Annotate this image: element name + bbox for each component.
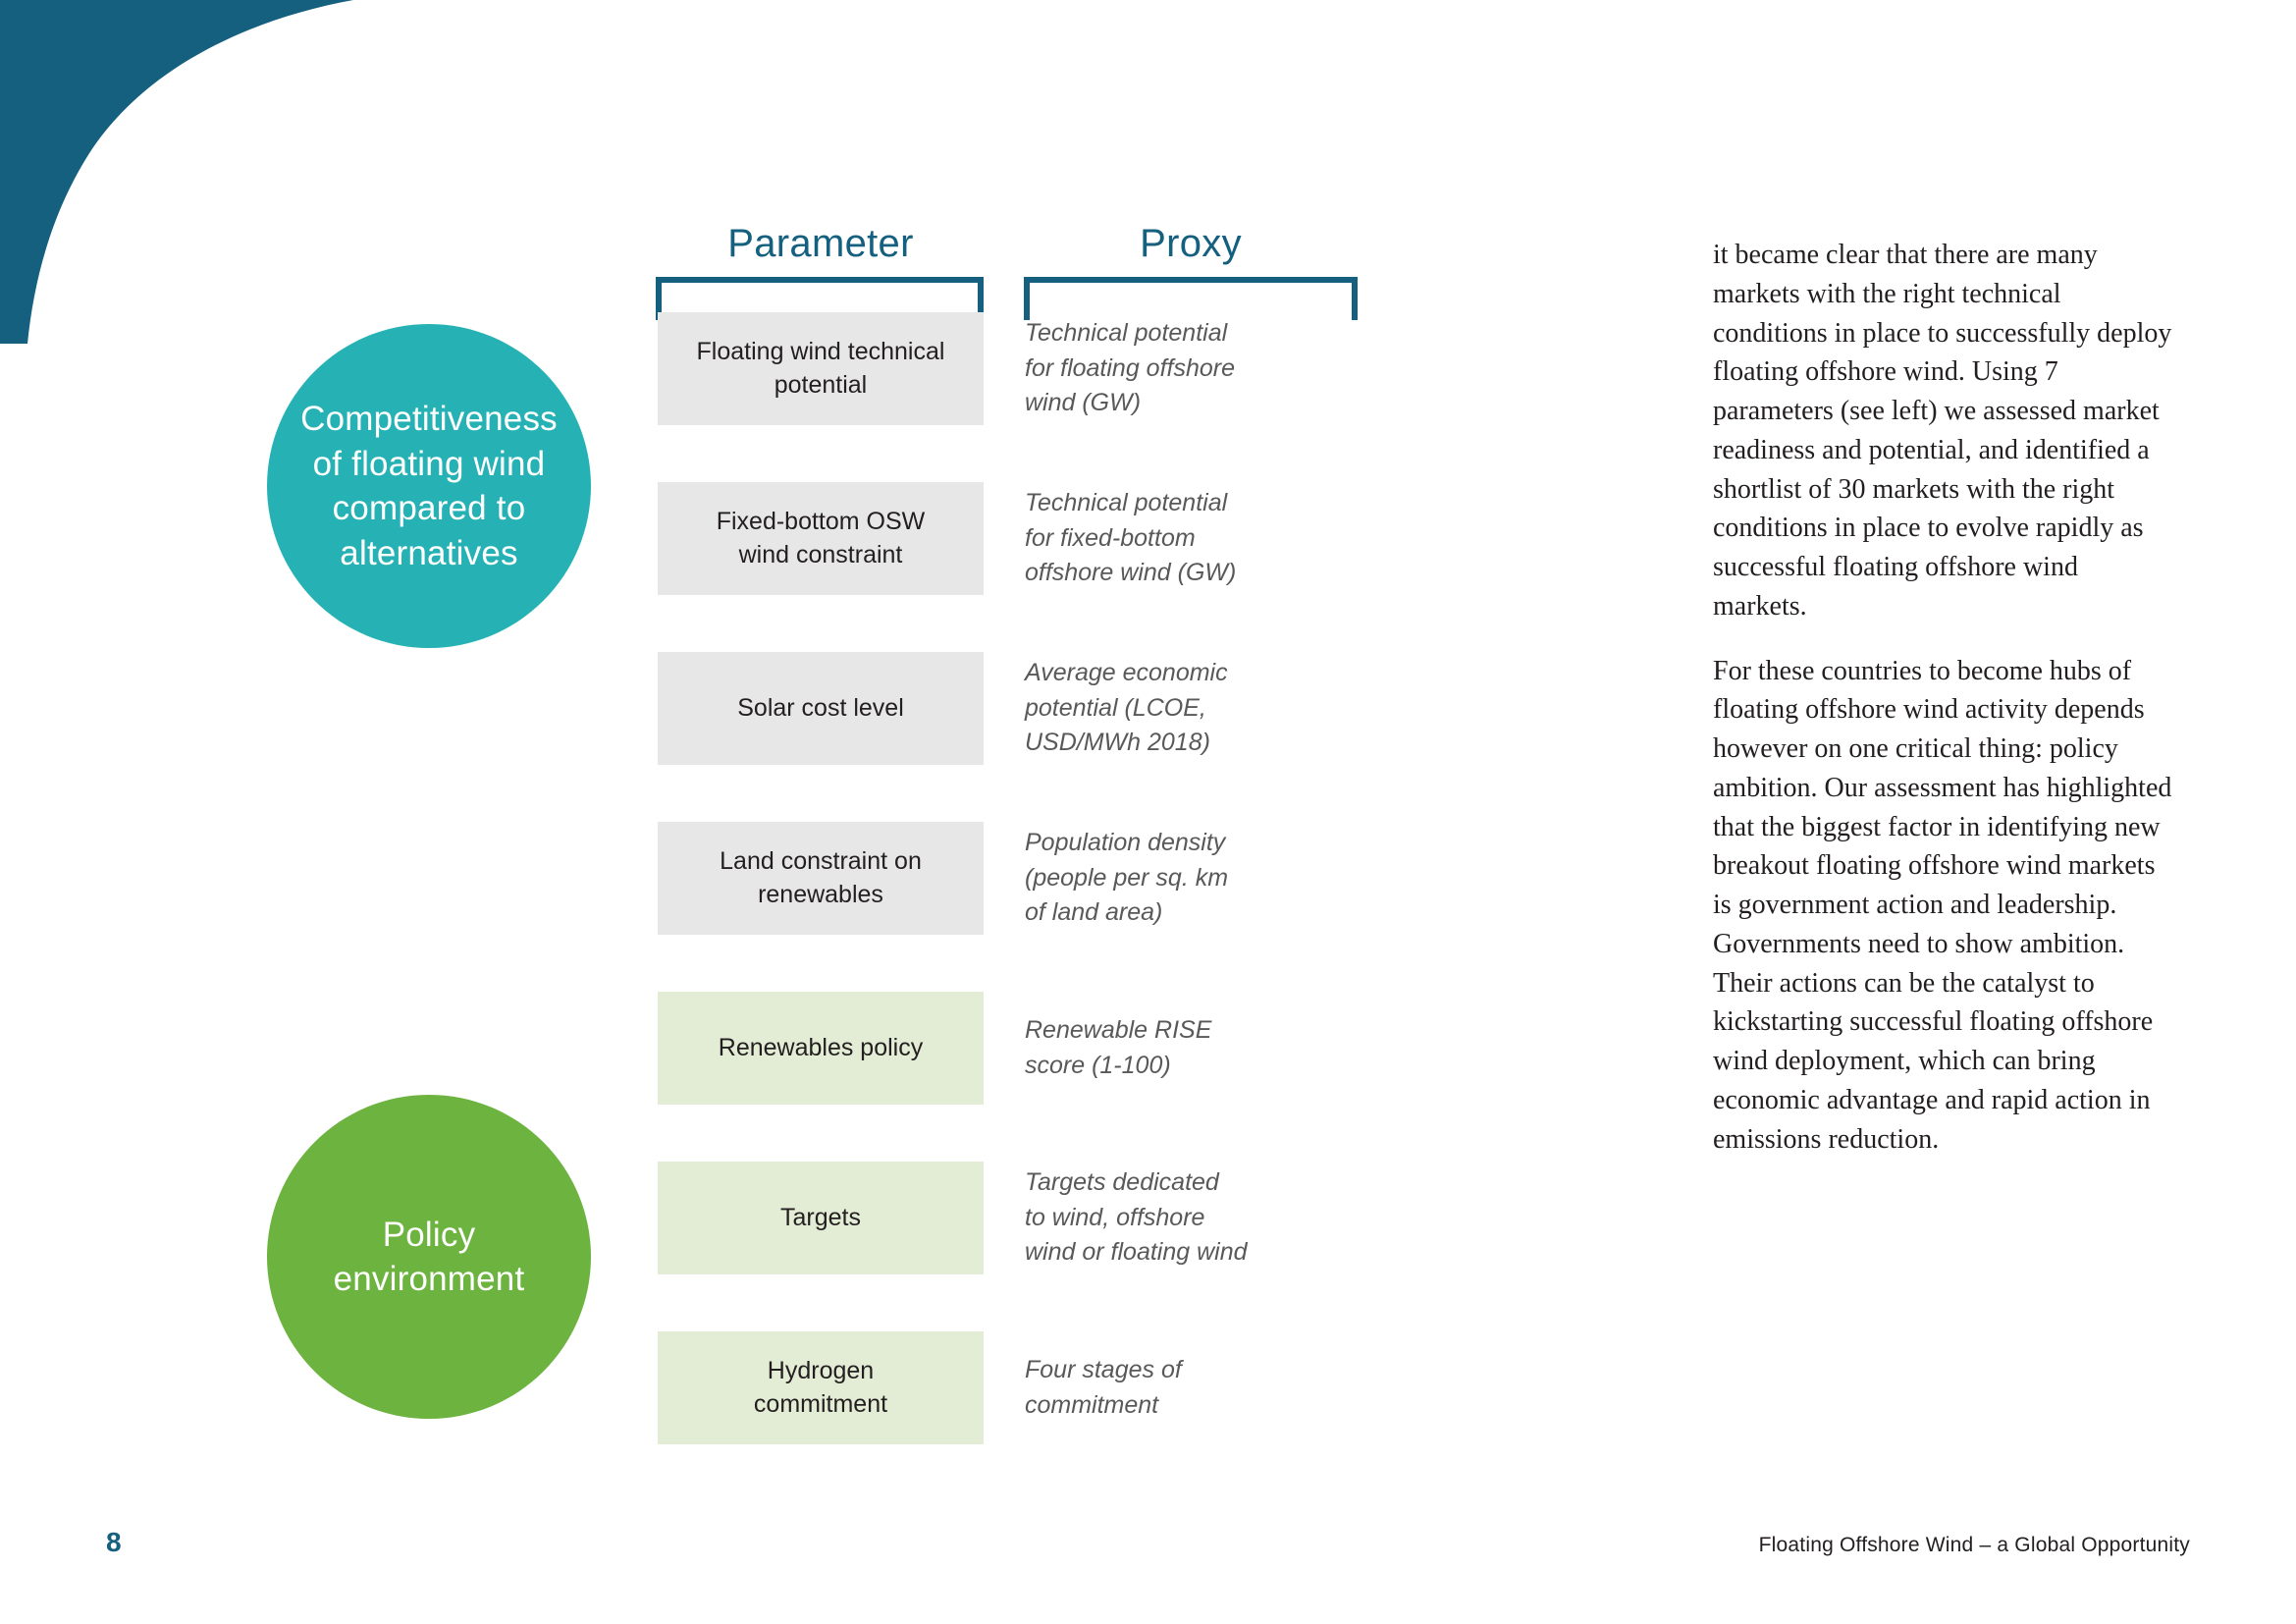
column-header-parameter: Parameter [727,222,914,265]
table-row: Hydrogen commitment Four stages of commi… [658,1331,1649,1444]
proxy-text: Average economic potential (LCOE, USD/MW… [1025,659,1228,757]
parameter-box: Hydrogen commitment [658,1331,984,1444]
table-row: Fixed-bottom OSW wind constraint Technic… [658,482,1649,595]
proxy-text: Technical potential for fixed-bottom off… [1025,489,1237,587]
body-paragraph: For these countries to become hubs of fl… [1713,655,2172,1155]
body-paragraph: it became clear that there are many mark… [1713,240,2172,622]
proxy-text: Targets dedicated to wind, offshore wind… [1025,1168,1248,1267]
proxy-text: Technical potential for floating offshor… [1025,319,1236,417]
corner-decoration-icon [0,0,353,344]
table-row: Renewables policy Renewable RISE score (… [658,992,1649,1105]
table-row: Land constraint on renewables Population… [658,822,1649,935]
group-circle-competitiveness-label: Competitiveness of floating wind compare… [300,400,558,572]
footer-title: Floating Offshore Wind – a Global Opport… [1758,1534,2190,1556]
group-circle-policy: Policy environment [267,1095,591,1419]
parameter-box: Floating wind technical potential [658,312,984,425]
parameter-box: Fixed-bottom OSW wind constraint [658,482,984,595]
proxy-text: Population density (people per sq. km of… [1025,829,1229,927]
proxy-text: Four stages of commitment [1025,1356,1182,1419]
table-row: Floating wind technical potential Techni… [658,312,1649,425]
table-row: Targets Targets dedicated to wind, offsh… [658,1162,1649,1274]
parameter-box: Solar cost level [658,652,984,765]
bracket-parameter [656,277,984,320]
parameter-box: Renewables policy [658,992,984,1105]
proxy-text: Renewable RISE score (1-100) [1025,1016,1212,1079]
bracket-proxy [1024,277,1358,320]
parameter-box: Land constraint on renewables [658,822,984,935]
group-circle-competitiveness: Competitiveness of floating wind compare… [267,324,591,648]
column-header-proxy: Proxy [1140,222,1242,265]
page-number: 8 [106,1527,122,1557]
parameter-box: Targets [658,1162,984,1274]
group-circle-policy-label: Policy environment [333,1215,525,1299]
body-text-column: it became clear that there are many mark… [1713,236,2174,1159]
table-row: Solar cost level Average economic potent… [658,652,1649,765]
